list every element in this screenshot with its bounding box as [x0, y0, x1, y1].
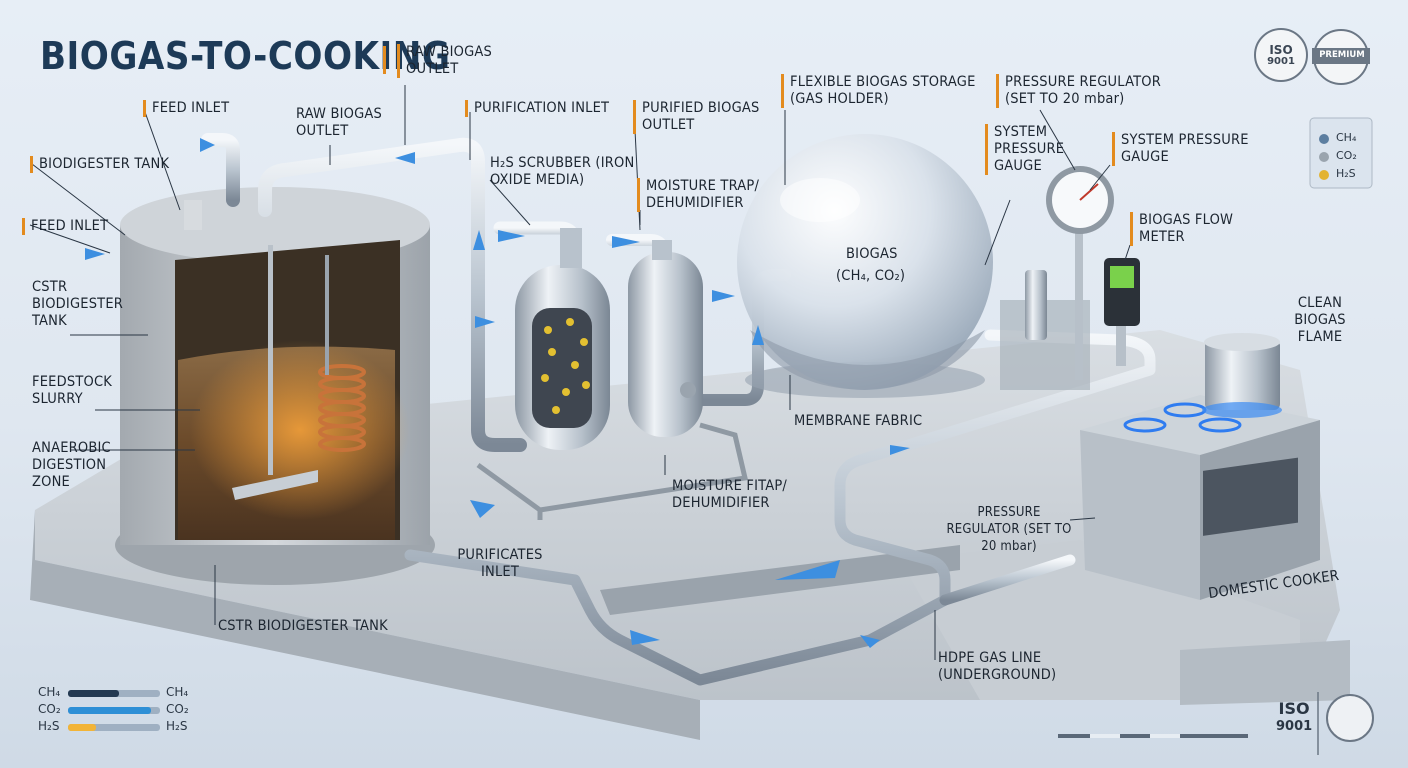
label-clean-flame: CLEAN BIOGAS FLAME [1294, 295, 1346, 345]
label-pressure-regulator-top: PRESSURE REGULATOR (SET TO 20 mbar) [996, 74, 1175, 108]
legend-label-right: CH₄ [166, 685, 189, 699]
label-moisture-trap-top: MOISTURE TRAP/ DEHUMIDIFIER [637, 178, 786, 212]
mini-legend-panel [1309, 117, 1373, 189]
scale-bar [1058, 734, 1248, 738]
flow-arrow [200, 138, 215, 152]
flow-arrow [630, 630, 660, 645]
flow-arrow [712, 290, 735, 302]
biodigester-tank [115, 187, 435, 585]
iso-badge-top-line2: 9001 [1267, 56, 1295, 67]
label-system-pressure-left: SYSTEM PRESSURE GAUGE [985, 124, 1074, 175]
label-purification-inlet: PURIFICATION INLET [465, 100, 609, 117]
iso-badge-top-text: ISO 9001 [1266, 44, 1296, 68]
label-purificates-inlet: PURIFICATES INLET [457, 547, 543, 580]
label-membrane-fabric: MEMBRANE FABRIC [794, 413, 923, 429]
label-feed-inlet-left: FEED INLET [22, 218, 108, 235]
label-pressure-regulator-bottom: PRESSURE REGULATOR (SET TO 20 mbar) [946, 505, 1072, 554]
label-feed-inlet-top: FEED INLET [143, 100, 229, 117]
mini-legend-ch4: CH₄ [1336, 131, 1357, 144]
legend-label-left: CO₂ [38, 702, 61, 716]
leader-lines [29, 85, 1131, 660]
label-hdpe-gas-line: HDPE GAS LINE (UNDERGROUND) [938, 650, 1057, 683]
legend-level-bar [68, 690, 119, 697]
label-system-pressure-right: SYSTEM PRESSURE GAUGE [1112, 132, 1261, 166]
legend-label-left: CH₄ [38, 685, 61, 699]
legend-track [68, 724, 160, 731]
premium-badge-text: PREMIUM [1319, 50, 1365, 60]
iso-badge-top [1254, 28, 1308, 82]
label-biogas-formula: (CH₄, CO₂) [836, 268, 906, 284]
h2s-scrubber-vessel [515, 228, 610, 450]
title-accent-bar [383, 46, 386, 74]
label-biogas-center: BIOGAS [846, 246, 898, 262]
legend-label-left: H₂S [38, 719, 60, 733]
flow-arrow [475, 316, 495, 328]
label-biodigester-tank: BIODIGESTER TANK [30, 156, 169, 173]
legend-label-right: H₂S [166, 719, 188, 733]
label-gas-storage: FLEXIBLE BIOGAS STORAGE (GAS HOLDER) [781, 74, 990, 108]
flow-arrow [775, 560, 840, 580]
flow-arrow [470, 500, 495, 518]
label-anaerobic-zone: ANAEROBIC DIGESTION ZONE [32, 440, 111, 490]
legend-level-bar [68, 707, 151, 714]
moisture-trap-vessel [628, 240, 703, 437]
domestic-cooker-illustration [1080, 333, 1320, 600]
label-moisture-trap-bottom: MOISTURE FITAP/ DEHUMIDIFIER [672, 478, 787, 511]
legend-level-bar [68, 724, 96, 731]
label-raw-biogas-outlet-mid: RAW BIOGAS OUTLET [296, 106, 383, 139]
label-cstr-tank-bottom: CSTR BIODIGESTER TANK [218, 618, 388, 634]
page-title: BIOGAS-TO-COOKING [40, 34, 451, 78]
regulator-assembly [1000, 166, 1114, 390]
label-cstr-tank-left: CSTR BIODIGESTER TANK [32, 279, 124, 329]
label-flow-meter: BIOGAS FLOW METER [1130, 212, 1239, 246]
label-raw-biogas-outlet-top: RAW BIOGAS OUTLET [397, 44, 526, 78]
flow-arrow [752, 325, 764, 345]
flow-arrow [473, 230, 485, 250]
mini-legend-h2s: H₂S [1336, 167, 1356, 180]
legend-label-right: CO₂ [166, 702, 189, 716]
label-purified-biogas-outlet: PURIFIED BIOGAS OUTLET [633, 100, 772, 134]
iso-badge-bottom-line1: ISO [1278, 699, 1310, 718]
label-h2s-scrubber: H₂S SCRUBBER (IRON OXIDE MEDIA) [490, 155, 635, 188]
flow-meter-device [1104, 258, 1140, 366]
flow-arrow [85, 248, 105, 260]
flow-arrow [612, 236, 640, 248]
flow-arrows [85, 138, 910, 648]
equipment-skid [476, 422, 749, 520]
iso-badge-bottom-line2: 9001 [1276, 719, 1313, 734]
iso-badge-bottom-frame [1317, 692, 1374, 755]
flow-arrow [890, 445, 910, 455]
mini-legend-co2: CO₂ [1336, 149, 1357, 162]
iso-badge-top-line1: ISO [1269, 43, 1293, 57]
gas-holder-sphere [737, 134, 993, 398]
premium-badge [1312, 29, 1370, 85]
iso-badge-bottom-text: ISO 9001 [1276, 700, 1312, 736]
label-feedstock-slurry: FEEDSTOCK SLURRY [32, 374, 113, 407]
flow-arrow [498, 230, 525, 242]
flow-arrow [395, 152, 415, 164]
flow-arrow [860, 635, 880, 648]
